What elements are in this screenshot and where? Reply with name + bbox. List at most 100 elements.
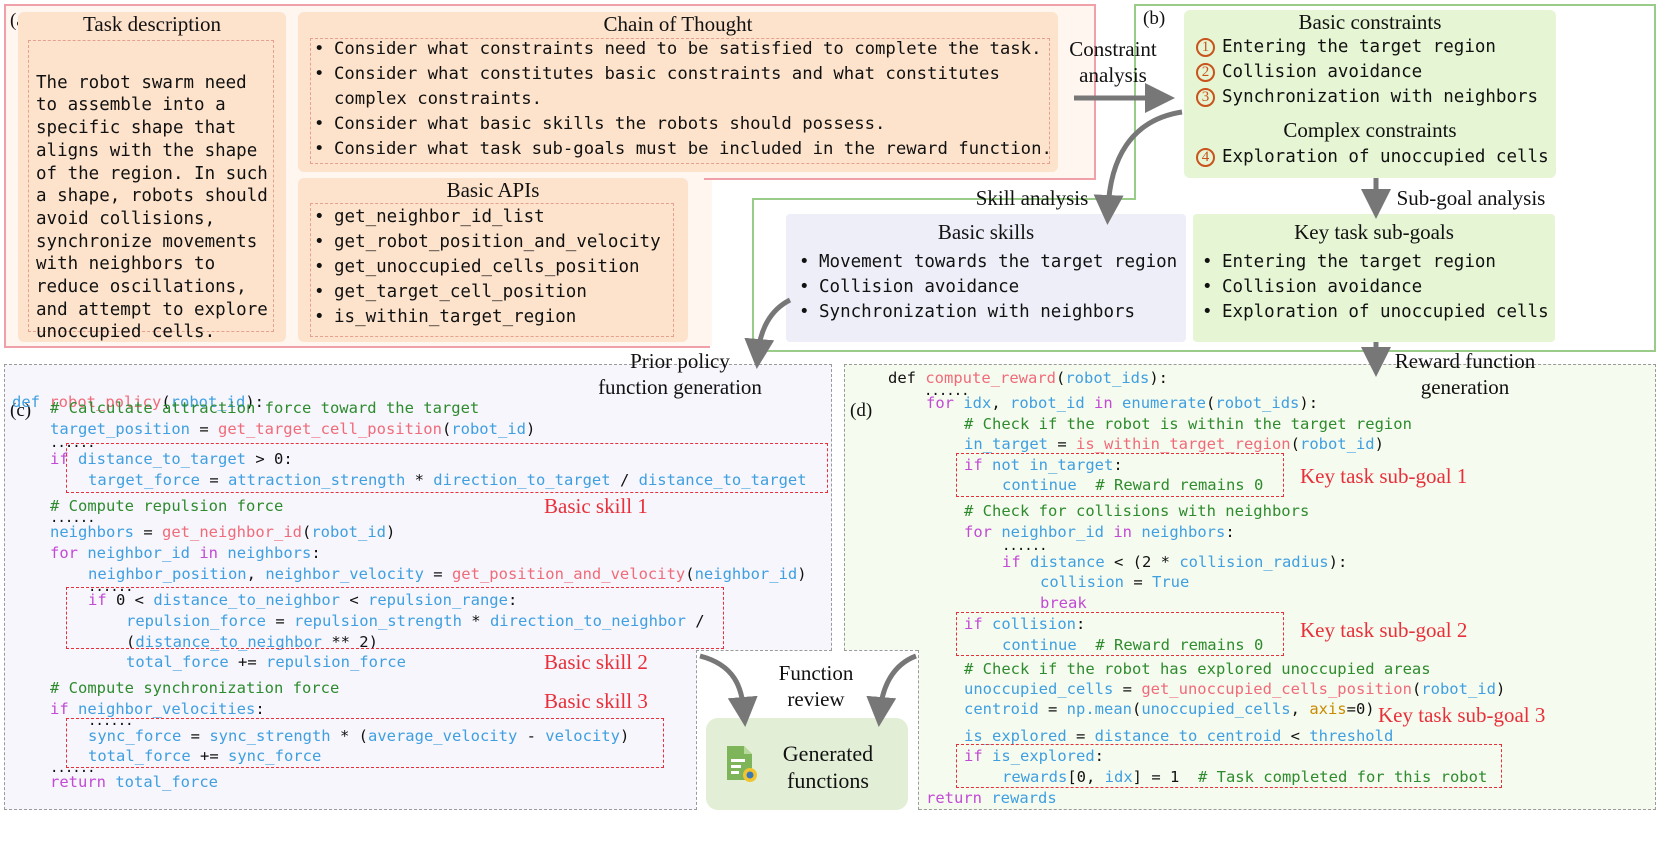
panel-c-label: (c) bbox=[10, 400, 32, 421]
code-line: break bbox=[1040, 594, 1087, 612]
number-badge: 2 bbox=[1196, 63, 1215, 82]
panel-d-code-box bbox=[844, 364, 1656, 810]
code-line: # Check for collisions with neighbors bbox=[964, 502, 1310, 520]
constraint-text: Exploration of unoccupied cells bbox=[1222, 147, 1549, 167]
reward-generation-label: Reward function generation bbox=[1380, 348, 1550, 400]
constraint-analysis-label: Constraint analysis bbox=[1058, 36, 1168, 88]
api-item: get_target_cell_position bbox=[312, 280, 661, 305]
task-line: unoccupied cells. bbox=[36, 322, 216, 343]
prior-policy-label: Prior policy function generation bbox=[570, 348, 790, 400]
api-item: get_robot_position_and_velocity bbox=[312, 230, 661, 255]
task-line: aligns with the shape bbox=[36, 140, 258, 161]
panel-b-mid-line-right bbox=[1654, 198, 1656, 202]
code-line: (distance_to_neighbor ** 2) bbox=[126, 633, 378, 651]
key-subgoal-2-label: Key task sub-goal 2 bbox=[1300, 618, 1468, 642]
code-line: centroid = np.mean(unoccupied_cells, axi… bbox=[964, 700, 1375, 718]
code-line: if neighbor_velocities: bbox=[50, 700, 265, 718]
task-line: and attempt to explore bbox=[36, 299, 268, 320]
code-line: # Compute repulsion force bbox=[50, 497, 284, 515]
code-line: sync_force = sync_strength * (average_ve… bbox=[88, 727, 630, 745]
number-badge: 1 bbox=[1196, 38, 1215, 57]
code-line: neighbors = get_neighbor_id(robot_id) bbox=[50, 523, 396, 541]
code-line: if is_explored: bbox=[964, 747, 1105, 765]
code-line: # Compute synchronization force bbox=[50, 679, 340, 697]
task-line: a shape, robots should bbox=[36, 186, 268, 207]
number-badge: 4 bbox=[1196, 148, 1215, 167]
code-line: in_target = is_within_target_region(robo… bbox=[964, 435, 1384, 453]
task-description-title: Task description bbox=[83, 12, 221, 36]
code-line: # Check if the robot is within the targe… bbox=[964, 415, 1412, 433]
skill-1-box bbox=[66, 443, 828, 493]
skill-item: Movement towards the target region bbox=[797, 250, 1177, 275]
subgoal-analysis-label: Sub-goal analysis bbox=[1396, 186, 1546, 210]
skill-3-box bbox=[66, 718, 664, 768]
chain-of-thought-title: Chain of Thought bbox=[603, 12, 753, 36]
cot-item: Consider what task sub-goals must be inc… bbox=[312, 137, 1052, 162]
basic-apis-list: get_neighbor_id_list get_robot_position_… bbox=[312, 205, 661, 330]
robot-policy-code: def robot_policy(robot_id): bbox=[12, 393, 264, 411]
prior-policy-line: function generation bbox=[598, 375, 762, 399]
python-file-icon bbox=[724, 744, 758, 784]
generated-line: Generated bbox=[782, 741, 874, 766]
basic-apis-dashed bbox=[310, 203, 674, 337]
compute-reward-code: def compute_reward(robot_ids): bbox=[888, 369, 1169, 387]
code-line: total_force += sync_force bbox=[88, 747, 322, 765]
cot-item: Consider what constraints need to be sat… bbox=[312, 37, 1052, 62]
cot-item: Consider what constitutes basic constrai… bbox=[312, 62, 1052, 87]
basic-skill-1-label: Basic skill 1 bbox=[544, 494, 648, 518]
code-line: collision = True bbox=[1040, 573, 1190, 591]
skill-2-box bbox=[66, 587, 724, 649]
task-line: specific shape that bbox=[36, 118, 237, 139]
subgoal-1-box bbox=[956, 453, 1284, 497]
subgoal-2-box bbox=[956, 612, 1284, 656]
panel-a-bottom-line bbox=[708, 178, 1096, 180]
cot-item: Consider what basic skills the robots sh… bbox=[312, 112, 1052, 137]
api-item: is_within_target_region bbox=[312, 305, 661, 330]
task-line: to assemble into a bbox=[36, 95, 226, 116]
task-line: reduce oscillations, bbox=[36, 277, 247, 298]
skill-item: Synchronization with neighbors bbox=[797, 300, 1177, 325]
basic-skills-list: Movement towards the target region Colli… bbox=[797, 250, 1177, 325]
code-line: # Calculate attraction force toward the … bbox=[50, 399, 480, 417]
key-subgoals-list: Entering the target region Collision avo… bbox=[1200, 250, 1549, 325]
number-badge: 3 bbox=[1196, 88, 1215, 107]
cot-item-continuation: complex constraints. bbox=[312, 87, 1052, 112]
task-line: of the region. In such bbox=[36, 163, 268, 184]
constraint-text: Collision avoidance bbox=[1222, 62, 1423, 82]
panel-c-cutout-border-top bbox=[696, 650, 832, 651]
basic-skills-title: Basic skills bbox=[937, 220, 1035, 244]
subgoal-item: Collision avoidance bbox=[1200, 275, 1549, 300]
subgoal-item: Exploration of unoccupied cells bbox=[1200, 300, 1549, 325]
code-line: neighbor_position, neighbor_velocity = g… bbox=[88, 565, 807, 583]
key-subgoals-title: Key task sub-goals bbox=[1294, 220, 1454, 244]
code-line: target_force = attraction_strength * dir… bbox=[88, 471, 807, 489]
api-item: get_unoccupied_cells_position bbox=[312, 255, 661, 280]
code-line: is_explored = distance_to_centroid < thr… bbox=[964, 727, 1394, 745]
code-line: continue # Reward remains 0 bbox=[1002, 476, 1264, 494]
cot-continuation-text: complex constraints. bbox=[334, 89, 543, 109]
code-line: return total_force bbox=[50, 773, 218, 791]
complex-constraints-title: Complex constraints bbox=[1283, 118, 1457, 142]
panel-b-mid-line bbox=[752, 198, 1136, 200]
task-description-dashed bbox=[28, 40, 274, 332]
task-line: with neighbors to bbox=[36, 254, 216, 275]
code-line: total_force += repulsion_force bbox=[126, 653, 406, 671]
arrow-review-left bbox=[699, 653, 758, 727]
task-description-box bbox=[18, 12, 286, 342]
code-line: for neighbor_id in neighbors: bbox=[964, 523, 1235, 541]
panel-d-label: (d) bbox=[850, 400, 873, 421]
task-line: The robot swarm need bbox=[36, 72, 247, 93]
prior-policy-line: Prior policy bbox=[630, 349, 730, 373]
task-line: avoid collisions, bbox=[36, 208, 216, 229]
basic-apis-title: Basic APIs bbox=[446, 178, 540, 202]
code-line: target_position = get_target_cell_positi… bbox=[50, 420, 536, 438]
constraint-analysis-line: analysis bbox=[1079, 63, 1147, 87]
basic-constraint-item: 2 Collision avoidance bbox=[1196, 60, 1538, 85]
code-line: for idx, robot_id in enumerate(robot_ids… bbox=[926, 394, 1319, 412]
function-review-label: Function review bbox=[756, 660, 876, 712]
subgoal-3-box bbox=[956, 744, 1502, 788]
panel-d-cutout-border-top bbox=[844, 650, 918, 651]
ellipsis-dots: ...... bbox=[88, 713, 134, 729]
